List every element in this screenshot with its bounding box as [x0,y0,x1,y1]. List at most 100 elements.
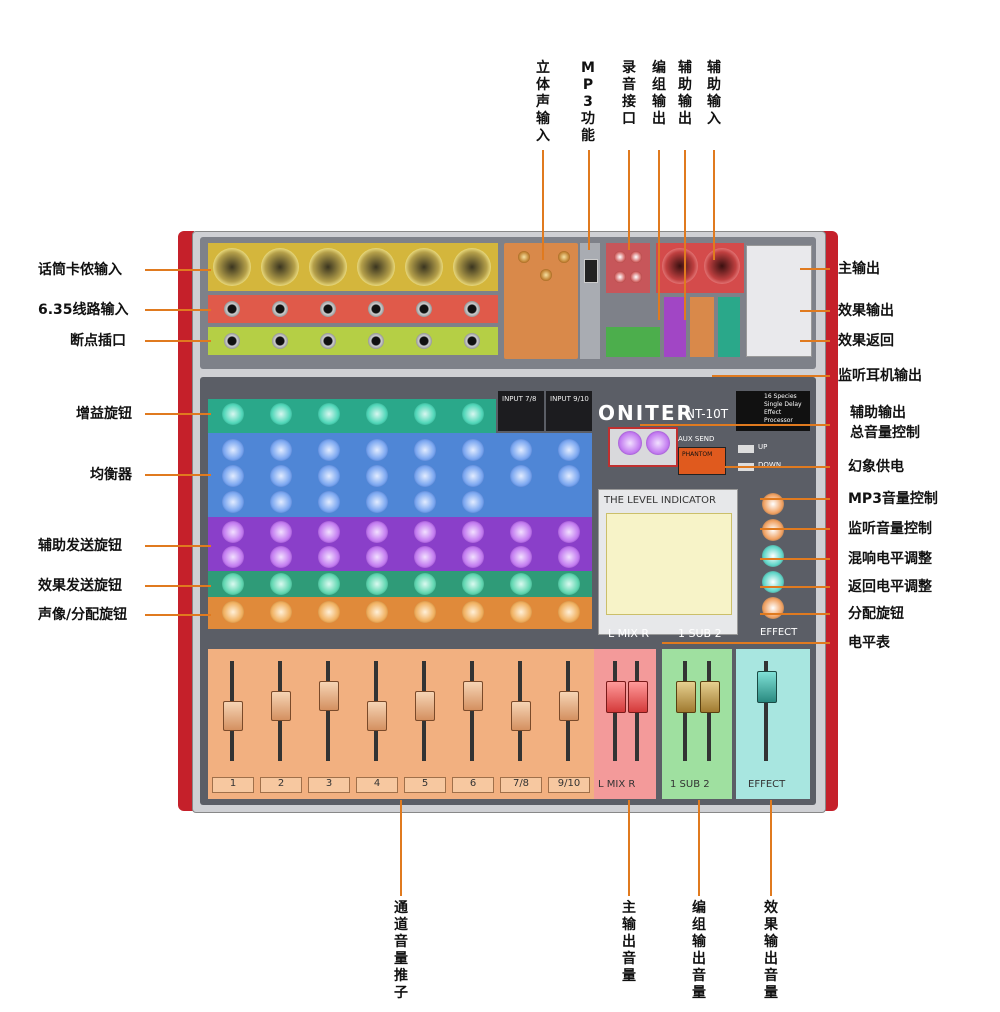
effect-send-knob[interactable] [366,573,388,595]
effect-send-knob[interactable] [270,573,292,595]
pan-knob[interactable] [462,601,484,623]
line-jack[interactable] [416,301,432,317]
stereo-rca-jack[interactable] [540,269,552,281]
pan-knob[interactable] [318,601,340,623]
fader-cap[interactable] [367,701,387,731]
gain-knob[interactable] [318,403,340,425]
aux-send-knob[interactable] [462,546,484,568]
eq-knob[interactable] [270,465,292,487]
aux-send-knob[interactable] [222,546,244,568]
effect-send-knob[interactable] [462,573,484,595]
aux-send-knob[interactable] [558,521,580,543]
aux-master-knob[interactable] [618,431,642,455]
record-rca-jack[interactable] [614,271,626,283]
pan-knob[interactable] [366,601,388,623]
xlr-connector[interactable] [309,248,347,286]
insert-jack[interactable] [224,333,240,349]
effect-send-knob[interactable] [558,573,580,595]
sub-fader-cap[interactable] [676,681,696,713]
pan-knob[interactable] [270,601,292,623]
fader-cap[interactable] [511,701,531,731]
aux-send-knob[interactable] [558,546,580,568]
eq-knob[interactable] [510,465,532,487]
eq-knob[interactable] [558,465,580,487]
line-jack[interactable] [464,301,480,317]
aux-send-knob[interactable] [270,546,292,568]
eq-knob[interactable] [222,439,244,461]
xlr-connector[interactable] [213,248,251,286]
aux-send-knob[interactable] [318,521,340,543]
sub-fader-cap[interactable] [700,681,720,713]
insert-jack[interactable] [368,333,384,349]
fader-cap[interactable] [559,691,579,721]
gain-knob[interactable] [222,403,244,425]
line-jack[interactable] [224,301,240,317]
fader-cap[interactable] [415,691,435,721]
gain-knob[interactable] [270,403,292,425]
effect-send-knob[interactable] [510,573,532,595]
main-fader-cap[interactable] [606,681,626,713]
xlr-connector[interactable] [261,248,299,286]
insert-jack[interactable] [464,333,480,349]
aux-send-knob[interactable] [510,546,532,568]
fader-cap[interactable] [463,681,483,711]
aux-send-knob[interactable] [462,521,484,543]
record-rca-jack[interactable] [630,271,642,283]
eq-knob[interactable] [510,439,532,461]
eq-knob[interactable] [414,465,436,487]
eq-knob[interactable] [270,439,292,461]
effect-section-knob[interactable] [762,519,784,541]
main-xlr-output[interactable] [662,248,698,284]
eq-knob[interactable] [366,439,388,461]
eq-knob[interactable] [222,465,244,487]
aux-send-knob[interactable] [510,521,532,543]
xlr-connector[interactable] [405,248,443,286]
aux-send-knob[interactable] [318,546,340,568]
eq-knob[interactable] [366,465,388,487]
eq-knob[interactable] [318,465,340,487]
aux-send-knob[interactable] [366,546,388,568]
effect-section-knob[interactable] [762,571,784,593]
aux-send-knob[interactable] [222,521,244,543]
line-jack[interactable] [320,301,336,317]
xlr-connector[interactable] [453,248,491,286]
effect-fader-cap[interactable] [757,671,777,703]
gain-knob[interactable] [414,403,436,425]
eq-knob[interactable] [366,491,388,513]
aux-send-knob[interactable] [414,521,436,543]
effect-section-knob[interactable] [762,545,784,567]
eq-knob[interactable] [462,491,484,513]
main-fader-cap[interactable] [628,681,648,713]
aux-send-knob[interactable] [366,521,388,543]
xlr-connector[interactable] [357,248,395,286]
aux-send-knob[interactable] [414,546,436,568]
aux-master-knob[interactable] [646,431,670,455]
line-jack[interactable] [272,301,288,317]
eq-knob[interactable] [462,439,484,461]
effect-send-knob[interactable] [222,573,244,595]
pan-knob[interactable] [414,601,436,623]
main-xlr-output[interactable] [704,248,740,284]
effect-section-knob[interactable] [762,597,784,619]
gain-knob[interactable] [462,403,484,425]
fader-cap[interactable] [319,681,339,711]
pan-knob[interactable] [558,601,580,623]
aux-send-knob[interactable] [270,521,292,543]
pan-knob[interactable] [510,601,532,623]
eq-knob[interactable] [414,439,436,461]
insert-jack[interactable] [272,333,288,349]
eq-knob[interactable] [318,491,340,513]
eq-knob[interactable] [222,491,244,513]
line-jack[interactable] [368,301,384,317]
eq-knob[interactable] [414,491,436,513]
record-rca-jack[interactable] [614,251,626,263]
stereo-rca-jack[interactable] [558,251,570,263]
stereo-rca-jack[interactable] [518,251,530,263]
effect-section-knob[interactable] [762,493,784,515]
record-rca-jack[interactable] [630,251,642,263]
effect-send-knob[interactable] [318,573,340,595]
eq-knob[interactable] [462,465,484,487]
eq-knob[interactable] [318,439,340,461]
insert-jack[interactable] [320,333,336,349]
fader-cap[interactable] [271,691,291,721]
